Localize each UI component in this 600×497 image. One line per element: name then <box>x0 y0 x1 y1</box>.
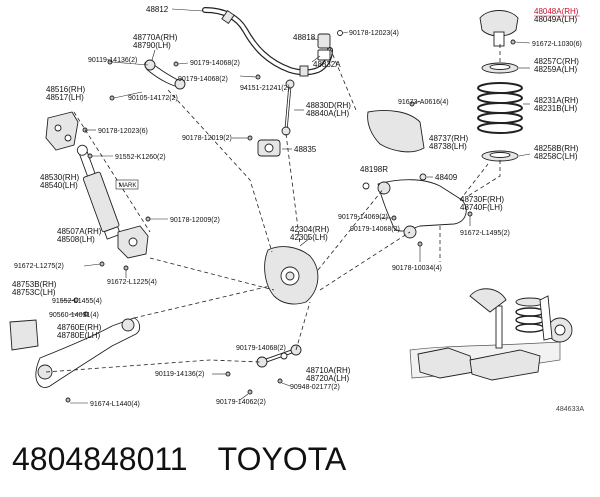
label-48738: 48738(LH) <box>429 142 467 151</box>
lower-shock-bracket <box>83 216 168 278</box>
label-48832a: 48832A <box>313 60 341 69</box>
lower-arm <box>9 297 141 404</box>
label-48507a: 48507A(RH) <box>57 227 102 236</box>
label-48257c: 48257C(RH) <box>534 57 579 66</box>
shock-absorber <box>76 144 139 240</box>
label-48753c: 48753C(LH) <box>12 288 56 297</box>
label-48710a: 48710A(RH) <box>306 366 351 375</box>
upper-bracket <box>45 111 96 151</box>
label-91672-l1030: 91672-L1030(6) <box>532 41 582 48</box>
label-48516: 48516(RH) <box>46 85 85 94</box>
label-48508: 48508(LH) <box>57 235 95 244</box>
label-48840a: 48840A(LH) <box>306 109 349 118</box>
stabilizer-link <box>281 79 304 136</box>
label-90179-14069: 90179-14069(2) <box>338 214 388 221</box>
stabilizer-bushing <box>311 30 349 63</box>
label-48818: 48818 <box>293 33 316 42</box>
label-90179-14068-d: 90179-14068(2) <box>236 345 286 352</box>
connector-lines <box>45 44 501 373</box>
label-90119-14136-b: 90119-14136(2) <box>155 371 204 378</box>
label-48790: 48790(LH) <box>133 41 171 50</box>
mark-label: MARK <box>119 183 136 189</box>
label-48259a: 48259A(LH) <box>534 65 577 74</box>
diagram-code: 484633A <box>556 406 584 413</box>
label-48830d: 48830D(RH) <box>306 101 351 110</box>
coil-spring <box>477 82 530 134</box>
label-90178-10034: 90178-10034(4) <box>392 265 442 272</box>
label-42305: 42305(LH) <box>290 233 328 242</box>
label-90179-14062: 90179-14062(2) <box>216 399 266 406</box>
label-48753b: 48753B(RH) <box>12 280 57 289</box>
label-48231b: 48231B(LH) <box>534 104 577 113</box>
trailing-arm-shield <box>367 100 425 153</box>
label-48231a: 48231A(RH) <box>534 96 579 105</box>
brand-name: TOYOTA <box>217 440 347 477</box>
label-90179-14068-c: 90179-14068(2) <box>350 226 400 233</box>
label-48049a: 48049A(LH) <box>534 15 577 24</box>
label-90105-14172: 90105-14172(2) <box>128 95 178 102</box>
label-48760e: 48760E(RH) <box>57 323 102 332</box>
label-48048a-highlighted: 48048A(RH) <box>534 7 579 16</box>
label-91552-l1455: 91552-L1455(4) <box>52 298 102 305</box>
label-90560-14031: 90560-14031(4) <box>49 312 99 319</box>
label-91674-l1440: 91674-L1440(4) <box>90 401 140 408</box>
label-91672-l1495: 91672-L1495(2) <box>460 230 510 237</box>
parts-diagram: 48812 48818 48832A 48770A(RH) 48790(LH) … <box>9 5 584 413</box>
stabilizer-bar <box>171 7 333 77</box>
spring-insulator-upper <box>481 62 530 74</box>
label-48258b: 48258B(RH) <box>534 144 579 153</box>
trailing-arm <box>362 173 473 262</box>
label-48517: 48517(LH) <box>46 93 84 102</box>
label-90178-12023-6: 90178-12023(6) <box>98 128 148 135</box>
label-90119-14136-a: 90119-14136(2) <box>88 57 137 64</box>
part-number: 4804848011 <box>12 440 188 477</box>
label-90178-12019: 90178-12019(2) <box>182 135 232 142</box>
label-48740f: 48740F(LH) <box>460 203 503 212</box>
label-90179-14068-b: 90179-14068(2) <box>178 76 228 83</box>
label-48737: 48737(RH) <box>429 134 468 143</box>
footer: 4804848011 TOYOTA <box>12 434 346 484</box>
lateral-link <box>212 344 302 401</box>
label-48198r: 48198R <box>360 165 388 174</box>
upper-arm <box>107 49 261 101</box>
label-90178-12023-4: 90178-12023(4) <box>349 30 399 37</box>
label-90179-14068-a: 90179-14068(2) <box>190 60 240 67</box>
label-90178-12009: 90178-12009(2) <box>170 217 220 224</box>
label-91672-l1275: 91672-L1275(2) <box>14 263 64 270</box>
link-bushing <box>232 135 292 157</box>
label-91673-a0616: 91673-A0616(4) <box>398 99 449 106</box>
spring-insulator-lower <box>481 150 531 162</box>
label-48409: 48409 <box>435 173 458 182</box>
assembly-view <box>409 288 573 381</box>
label-91552-k1260: 91552-K1260(2) <box>115 154 166 161</box>
label-48770a: 48770A(RH) <box>133 33 178 42</box>
label-48730f: 48730F(RH) <box>460 195 504 204</box>
part-labels: 48812 48818 48832A 48770A(RH) 48790(LH) … <box>12 5 580 383</box>
label-48540: 48540(LH) <box>40 181 78 190</box>
steering-knuckle <box>264 237 319 305</box>
label-94151-21241: 94151-21241(2) <box>240 85 290 92</box>
label-48720a: 48720A(LH) <box>306 374 349 383</box>
label-42304: 42304(RH) <box>290 225 329 234</box>
label-48835: 48835 <box>294 145 317 154</box>
label-91672-l1225: 91672-L1225(4) <box>107 279 157 286</box>
fastener-labels: 90178-12023(4) 90119-14136(2) 90179-1406… <box>14 30 582 408</box>
label-48780e: 48780E(LH) <box>57 331 100 340</box>
upper-support <box>479 10 531 47</box>
label-48258c: 48258C(LH) <box>534 152 578 161</box>
label-48812: 48812 <box>146 5 169 14</box>
label-90948-02177: 90948-02177(2) <box>290 384 340 391</box>
label-48530: 48530(RH) <box>40 173 79 182</box>
